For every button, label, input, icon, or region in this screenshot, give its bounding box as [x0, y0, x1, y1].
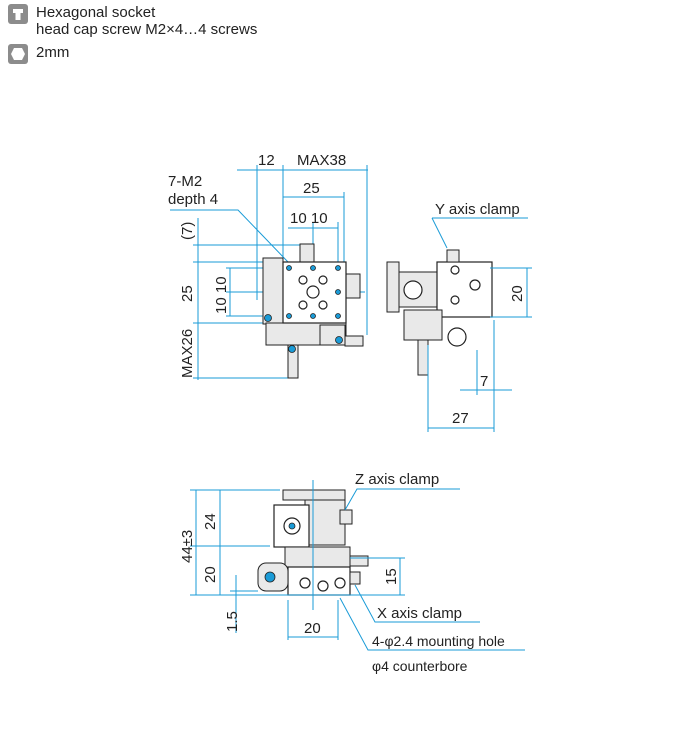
wrench-label: 2mm [36, 44, 70, 61]
counterbore-label: φ4 counterbore [372, 658, 468, 674]
z-axis-clamp-label: Z axis clamp [355, 471, 439, 488]
mounting-hole-label: 4-φ2.4 mounting hole [372, 633, 505, 649]
side-view: Y axis clamp 20 7 27 [386, 201, 532, 432]
dim-24: 24 [202, 513, 219, 530]
dim-25-h: 25 [303, 180, 320, 197]
x-axis-clamp-label: X axis clamp [377, 605, 462, 622]
front-view: Z axis clamp 24 44±3 20 15 1.5 20 X axis… [179, 471, 525, 674]
dim-10-10-v: 10 10 [213, 276, 230, 314]
dim-max26: MAX26 [179, 329, 196, 378]
screw-label-2: head cap screw M2×4…4 screws [36, 21, 258, 38]
dim-12: 12 [258, 152, 275, 169]
dim-20-h: 20 [304, 620, 321, 637]
dim-1-5: 1.5 [224, 611, 241, 632]
dim-10-10-h: 10 10 [290, 210, 328, 227]
dim-27: 27 [452, 410, 469, 427]
dim-15: 15 [383, 568, 400, 585]
screw-label-1: Hexagonal socket [36, 4, 156, 21]
dim-44: 44±3 [179, 530, 196, 563]
dim-25-v: 25 [179, 285, 196, 302]
legend-wrench: 2mm [8, 44, 69, 64]
dim-max38: MAX38 [297, 152, 346, 169]
cap-screw-icon [8, 4, 28, 24]
note-7-m2: 7-M2 [168, 173, 202, 190]
dim-7: (7) [179, 222, 196, 240]
y-axis-clamp-label: Y axis clamp [435, 201, 520, 218]
top-view: 12 MAX38 25 10 10 7-M2 depth 4 (7) 25 MA… [168, 152, 368, 380]
dim-7: 7 [480, 373, 488, 390]
dim-20: 20 [509, 285, 526, 302]
note-depth: depth 4 [168, 191, 218, 208]
dim-20-v: 20 [202, 566, 219, 583]
hex-wrench-icon [8, 44, 28, 64]
